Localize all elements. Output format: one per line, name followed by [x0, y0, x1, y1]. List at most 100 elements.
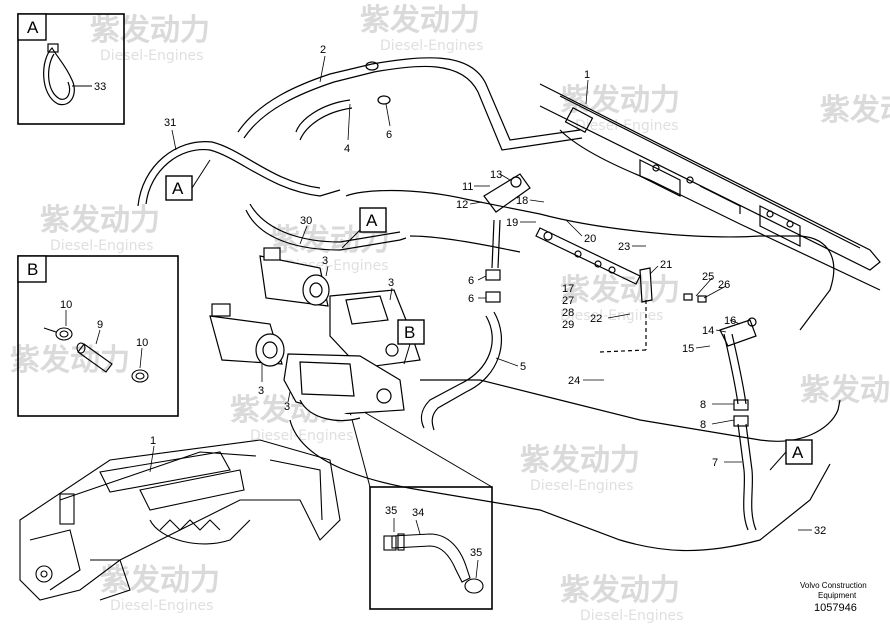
label-19: 19 — [506, 217, 518, 229]
label-21: 21 — [660, 259, 672, 271]
watermark-13: 紫发动力 Diesel-Engines — [560, 573, 683, 624]
svg-text:紫发动力: 紫发动力 — [820, 93, 890, 128]
svg-text:紫发动力: 紫发动力 — [10, 343, 130, 378]
label-18: 18 — [516, 195, 528, 207]
label-10-a: 10 — [60, 299, 72, 311]
label-32: 32 — [814, 525, 826, 537]
part-number-labels: 1 2 4 6 31 30 3 3 3 3 5 6 6 11 12 13 18 … — [150, 44, 826, 537]
label-10-b: 10 — [136, 337, 148, 349]
svg-text:B: B — [404, 323, 415, 342]
label-15: 15 — [682, 343, 694, 355]
callout-flag-b: B — [397, 319, 425, 365]
label-34: 34 — [412, 507, 424, 519]
watermark-layer: 紫发动力 Diesel-Engines 紫发动力 Diesel-Engines … — [10, 3, 890, 624]
callout-flag-a-3: A — [769, 439, 813, 471]
svg-text:紫发动力: 紫发动力 — [560, 83, 680, 118]
label-25: 25 — [702, 271, 714, 283]
label-24: 24 — [568, 375, 580, 387]
watermark-3: 紫发动力 Diesel-Engines — [560, 83, 680, 134]
svg-text:紫发动力: 紫发动力 — [520, 443, 640, 478]
svg-text:A: A — [792, 443, 804, 462]
label-20: 20 — [584, 233, 596, 245]
watermark-12: 紫发动力 Diesel-Engines — [100, 563, 220, 614]
svg-text:Diesel-Engines: Diesel-Engines — [250, 428, 353, 444]
watermark-7: 紫发动力 Diesel-Engines — [560, 273, 680, 324]
box-a-letter: A — [27, 18, 39, 37]
svg-text:紫发动力: 紫发动力 — [90, 13, 210, 48]
watermark-5: 紫发动力 Diesel-Engines — [40, 203, 160, 254]
watermark-1: 紫发动力 Diesel-Engines — [90, 13, 210, 64]
label-3-c: 3 — [258, 385, 264, 397]
label-5: 5 — [520, 361, 526, 373]
label-31: 31 — [164, 117, 176, 129]
label-6-a: 6 — [468, 275, 474, 287]
watermark-4: 紫发动力 — [820, 93, 890, 128]
label-3-d: 3 — [284, 401, 290, 413]
footer-brand-line2: Equipment — [818, 591, 857, 600]
svg-text:紫发动力: 紫发动力 — [360, 3, 480, 38]
svg-text:Diesel-Engines: Diesel-Engines — [530, 478, 633, 494]
label-22: 22 — [590, 313, 602, 325]
svg-text:A: A — [366, 211, 378, 230]
svg-text:A: A — [172, 179, 184, 198]
watermark-8: 紫发动力 — [10, 343, 130, 378]
svg-text:紫发动力: 紫发动力 — [560, 273, 680, 308]
watermark-2: 紫发动力 Diesel-Engines — [360, 3, 483, 54]
pump-left — [209, 303, 285, 367]
svg-text:紫发动力: 紫发动力 — [800, 373, 890, 408]
label-3-b: 3 — [388, 277, 394, 289]
detail-box-hose-34: 35 34 35 — [369, 486, 493, 610]
leader-lines — [149, 55, 812, 531]
label-2: 2 — [320, 44, 326, 56]
detail-box-b: B 10 9 10 — [17, 255, 179, 417]
callout-flag-a-2: A — [341, 207, 387, 249]
label-12: 12 — [456, 199, 468, 211]
label-13: 13 — [490, 169, 502, 181]
svg-text:Diesel-Engines: Diesel-Engines — [575, 118, 678, 134]
detail-leader-lines — [349, 411, 493, 488]
hose-clamp-icon — [43, 43, 75, 106]
pump-front — [283, 353, 405, 422]
label-8-b: 8 — [700, 419, 706, 431]
label-4: 4 — [344, 143, 350, 155]
label-8-a: 8 — [700, 399, 706, 411]
footer-brand-line1: Volvo Construction — [800, 581, 867, 590]
clamp-icon-left — [43, 327, 73, 341]
watermark-11: 紫发动力 — [800, 373, 890, 408]
machine-frame — [539, 83, 881, 291]
svg-text:Diesel-Engines: Diesel-Engines — [380, 38, 483, 54]
label-6-b: 6 — [468, 293, 474, 305]
svg-text:Diesel-Engines: Diesel-Engines — [110, 598, 213, 614]
pump-assemblies — [209, 247, 421, 422]
label-26: 26 — [718, 279, 730, 291]
svg-text:Diesel-Engines: Diesel-Engines — [50, 238, 153, 254]
label-3-a: 3 — [322, 255, 328, 267]
label-33: 33 — [94, 81, 106, 93]
label-29: 29 — [562, 319, 574, 331]
svg-text:Diesel-Engines: Diesel-Engines — [560, 308, 663, 324]
label-27: 27 — [562, 295, 574, 307]
label-23: 23 — [618, 241, 630, 253]
svg-text:Diesel-Engines: Diesel-Engines — [580, 608, 683, 624]
hose-sleeve-icon — [76, 342, 113, 373]
clamp-icon-right — [131, 369, 149, 383]
label-14: 14 — [702, 325, 714, 337]
footer: Volvo Construction Equipment 1057946 — [800, 581, 867, 614]
label-11: 11 — [462, 181, 473, 193]
label-35-b: 35 — [470, 547, 482, 559]
label-6-top: 6 — [386, 129, 392, 141]
label-28: 28 — [562, 307, 574, 319]
label-7: 7 — [712, 457, 718, 469]
label-9: 9 — [97, 319, 103, 331]
svg-text:紫发动力: 紫发动力 — [40, 203, 160, 238]
label-17: 17 — [562, 283, 574, 295]
box-b-letter: B — [27, 260, 38, 279]
svg-text:Diesel-Engines: Diesel-Engines — [100, 48, 203, 64]
hose-routing — [137, 57, 841, 552]
label-35-a: 35 — [385, 505, 397, 517]
label-30: 30 — [300, 215, 312, 227]
svg-text:紫发动力: 紫发动力 — [100, 563, 220, 598]
pump-right — [329, 289, 421, 369]
callout-flag-a-1: A — [165, 159, 211, 201]
